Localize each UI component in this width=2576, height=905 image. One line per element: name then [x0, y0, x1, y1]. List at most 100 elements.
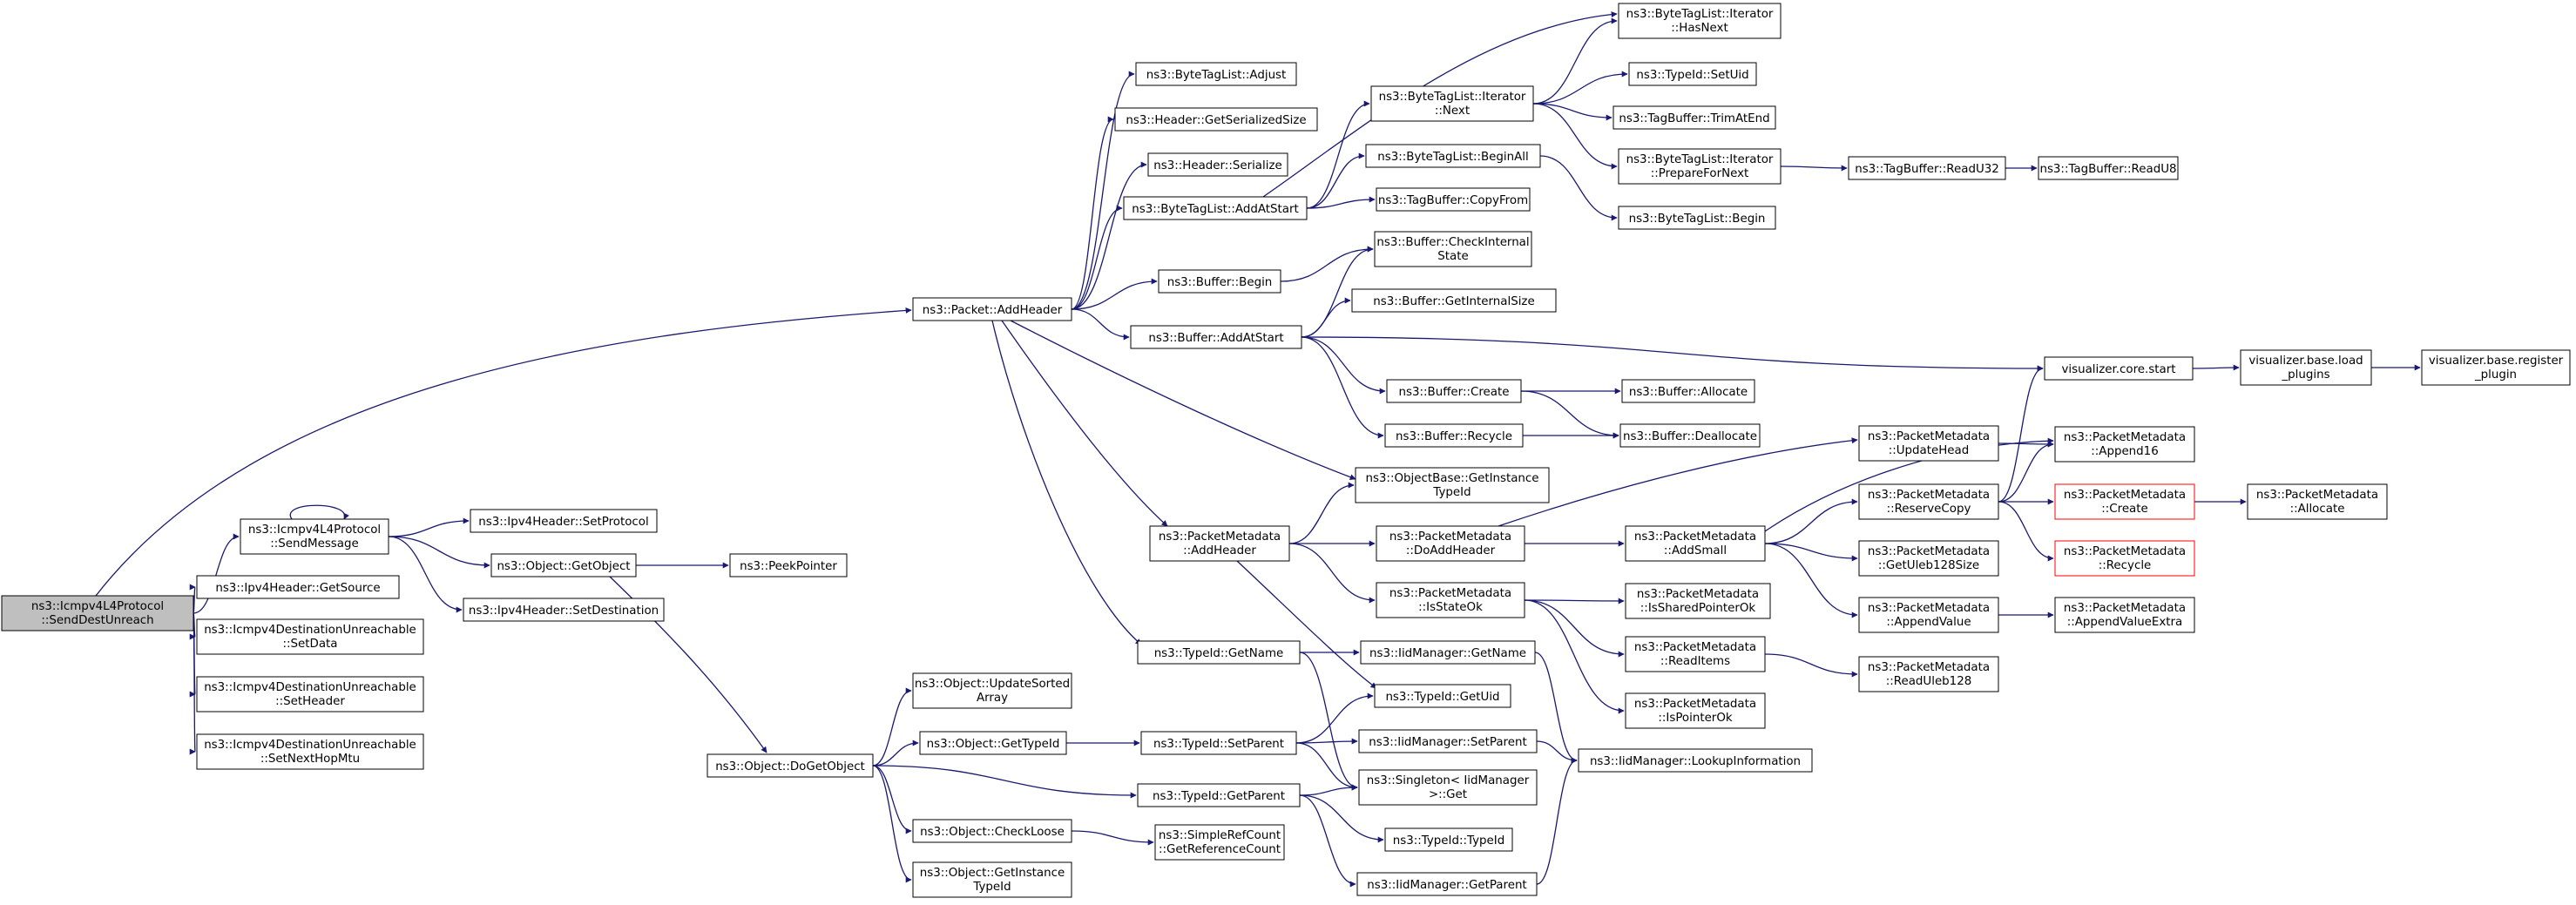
node-setprotocol[interactable]: ns3::Ipv4Header::SetProtocol	[470, 509, 658, 533]
node-label: ns3::Object::UpdateSorted	[915, 678, 1070, 691]
node-box	[1384, 827, 1513, 852]
node-peekpointer[interactable]: ns3::PeekPointer	[729, 553, 848, 577]
node-label: ::AddHeader	[1183, 544, 1256, 557]
node-getobject[interactable]: ns3::Object::GetObject	[490, 553, 637, 577]
node-pmaddheader[interactable]: ns3::PacketMetadata::AddHeader	[1149, 525, 1290, 562]
node-btlbegin[interactable]: ns3::ByteTagList::Begin	[1618, 206, 1776, 230]
node-box	[470, 509, 658, 533]
node-btlhasnext[interactable]: ns3::ByteTagList::Iterator::HasNext	[1618, 3, 1782, 39]
node-pmcreate[interactable]: ns3::PacketMetadata::Create	[2054, 483, 2195, 520]
node-pmreaditems[interactable]: ns3::PacketMetadata::ReadItems	[1625, 636, 1766, 672]
node-label: ns3::PacketMetadata	[1389, 530, 1511, 544]
node-label: ns3::TypeId::SetUid	[1636, 69, 1748, 82]
node-tidgetname[interactable]: ns3::TypeId::GetName	[1137, 640, 1301, 665]
node-getrefcount[interactable]: ns3::SimpleRefCount::GetReferenceCount	[1154, 824, 1285, 861]
node-iidmgetparent[interactable]: ns3::IidManager::GetParent	[1356, 872, 1538, 896]
node-tbreadu32[interactable]: ns3::TagBuffer::ReadU32	[1848, 156, 2006, 180]
node-bufallocate[interactable]: ns3::Buffer::Allocate	[1621, 379, 1755, 403]
node-setnexthop[interactable]: ns3::Icmpv4DestinationUnreachable::SetNe…	[196, 733, 424, 770]
node-tidsetuid[interactable]: ns3::TypeId::SetUid	[1628, 62, 1757, 86]
node-bufgetinternalsize[interactable]: ns3::Buffer::GetInternalSize	[1351, 288, 1557, 313]
call-edge-sendmsg-to-sendmsg	[289, 504, 349, 520]
node-setdest[interactable]: ns3::Ipv4Header::SetDestination	[463, 598, 665, 622]
node-pmallocate[interactable]: ns3::PacketMetadata::Allocate	[2247, 483, 2388, 520]
node-pmupdatehead[interactable]: ns3::PacketMetadata::UpdateHead	[1858, 425, 1999, 462]
node-pmappendvalue[interactable]: ns3::PacketMetadata::AppendValue	[1858, 597, 1999, 633]
node-bufcreate[interactable]: ns3::Buffer::Create	[1386, 379, 1522, 403]
node-tidgetuid[interactable]: ns3::TypeId::GetUid	[1374, 684, 1511, 708]
node-viscorestart[interactable]: visualizer.core.start	[2044, 356, 2194, 381]
node-pmaddsmall[interactable]: ns3::PacketMetadata::AddSmall	[1625, 525, 1766, 562]
node-label: ns3::TypeId::TypeId	[1393, 834, 1504, 848]
node-setdata[interactable]: ns3::Icmpv4DestinationUnreachable::SetDa…	[196, 618, 424, 655]
node-box	[1358, 729, 1538, 753]
node-addheader[interactable]: ns3::Packet::AddHeader	[912, 297, 1072, 321]
node-setheader[interactable]: ns3::Icmpv4DestinationUnreachable::SetHe…	[196, 676, 424, 713]
node-visloadplugins[interactable]: visualizer.base.load_plugins	[2240, 349, 2372, 386]
node-pmappend16[interactable]: ns3::PacketMetadata::Append16	[2054, 426, 2195, 463]
node-tbcopyfrom[interactable]: ns3::TagBuffer::CopyFrom	[1376, 187, 1531, 212]
node-box	[1130, 325, 1302, 349]
node-pmappendvalueextra[interactable]: ns3::PacketMetadata::AppendValueExtra	[2054, 597, 2195, 633]
node-bufdeallocate[interactable]: ns3::Buffer::Deallocate	[1619, 423, 1761, 448]
node-hdrserialize[interactable]: ns3::Header::Serialize	[1147, 152, 1288, 177]
node-label: ns3::PacketMetadata	[1634, 698, 1756, 711]
node-pmreservecopy[interactable]: ns3::PacketMetadata::ReserveCopy	[1858, 483, 1999, 520]
node-visregisterplugin[interactable]: visualizer.base.register_plugin	[2421, 349, 2571, 386]
node-label: visualizer.core.start	[2061, 363, 2175, 376]
node-box	[1365, 144, 1541, 168]
node-objgettypeid[interactable]: ns3::Object::GetTypeId	[919, 731, 1067, 755]
call-edge-bufaddatstart-to-bufrecycle	[1301, 336, 1384, 439]
node-tbtrimatend[interactable]: ns3::TagBuffer::TrimAtEnd	[1613, 105, 1776, 130]
node-pmissharedptr[interactable]: ns3::PacketMetadata::IsSharedPointerOk	[1625, 583, 1771, 619]
node-label: ns3::PacketMetadata	[2064, 545, 2186, 558]
node-iidmlookup[interactable]: ns3::IidManager::LookupInformation	[1578, 748, 1813, 773]
node-hdrgetsize[interactable]: ns3::Header::GetSerializedSize	[1114, 107, 1318, 132]
node-pmisstateok[interactable]: ns3::PacketMetadata::IsStateOk	[1376, 582, 1525, 618]
node-pmdoaddheader[interactable]: ns3::PacketMetadata::DoAddHeader	[1376, 525, 1525, 562]
node-sendmsg[interactable]: ns3::Icmpv4L4Protocol::SendMessage	[240, 518, 389, 555]
node-btlprepare[interactable]: ns3::ByteTagList::Iterator::PrepareForNe…	[1618, 148, 1782, 185]
node-checkloose[interactable]: ns3::Object::CheckLoose	[912, 819, 1072, 843]
node-singletonget[interactable]: ns3::Singleton< IidManager >::Get	[1358, 769, 1538, 806]
node-box	[1386, 379, 1522, 403]
node-tbreadu8[interactable]: ns3::TagBuffer::ReadU8	[2038, 156, 2179, 180]
node-label: ::UpdateHead	[1889, 444, 1970, 457]
node-btladjust[interactable]: ns3::ByteTagList::Adjust	[1135, 62, 1297, 86]
node-box	[919, 731, 1067, 755]
node-dogetobject[interactable]: ns3::Object::DoGetObject	[707, 753, 874, 778]
node-pmreaduleb[interactable]: ns3::PacketMetadata::ReadUleb128	[1858, 656, 1999, 692]
node-pmrecycle[interactable]: ns3::PacketMetadata::Recycle	[2054, 540, 2195, 577]
node-tidtypeid[interactable]: ns3::TypeId::TypeId	[1384, 827, 1513, 852]
node-btladdatstart[interactable]: ns3::ByteTagList::AddAtStart	[1123, 196, 1308, 220]
node-box	[1154, 824, 1285, 861]
node-tidsetparent[interactable]: ns3::TypeId::SetParent	[1140, 731, 1297, 755]
node-label: ns3::Icmpv4DestinationUnreachable	[204, 624, 416, 637]
node-pmispointerok[interactable]: ns3::PacketMetadata::IsPointerOk	[1625, 692, 1766, 729]
node-getsource[interactable]: ns3::Ipv4Header::GetSource	[196, 575, 400, 599]
node-label: ns3::Header::GetSerializedSize	[1126, 114, 1306, 127]
node-btlbeginall[interactable]: ns3::ByteTagList::BeginAll	[1365, 144, 1541, 168]
node-pmgetuleb[interactable]: ns3::PacketMetadata::GetUleb128Size	[1858, 540, 1999, 577]
node-iidmsetparent[interactable]: ns3::IidManager::SetParent	[1358, 729, 1538, 753]
call-edge-pmisstateok-to-pmreaditems	[1524, 599, 1625, 658]
node-label: ns3::ByteTagList::Iterator	[1626, 8, 1774, 21]
node-bufaddatstart[interactable]: ns3::Buffer::AddAtStart	[1130, 325, 1302, 349]
call-edge-pmupdatehead-to-pmappend16	[1998, 441, 2054, 448]
node-bufrecycle[interactable]: ns3::Buffer::Recycle	[1384, 423, 1524, 448]
node-tidgetparent[interactable]: ns3::TypeId::GetParent	[1137, 783, 1301, 807]
call-edge-pmaddheader-to-pmisstateok	[1288, 543, 1376, 604]
node-bufbegin[interactable]: ns3::Buffer::Begin	[1158, 269, 1281, 294]
node-root[interactable]: ns3::Icmpv4L4Protocol::SendDestUnreach	[1, 595, 194, 631]
call-edge-iidmgetname-to-iidmlookup	[1534, 652, 1578, 764]
call-edge-addheader-to-pmaddheader	[1001, 320, 1168, 527]
call-edge-btliternext-to-tidsetuid	[1532, 71, 1628, 105]
node-iidmgetname[interactable]: ns3::IidManager::GetName	[1360, 640, 1536, 665]
node-box	[1619, 423, 1761, 448]
node-btliternext[interactable]: ns3::ByteTagList::Iterator::Next	[1370, 85, 1534, 122]
